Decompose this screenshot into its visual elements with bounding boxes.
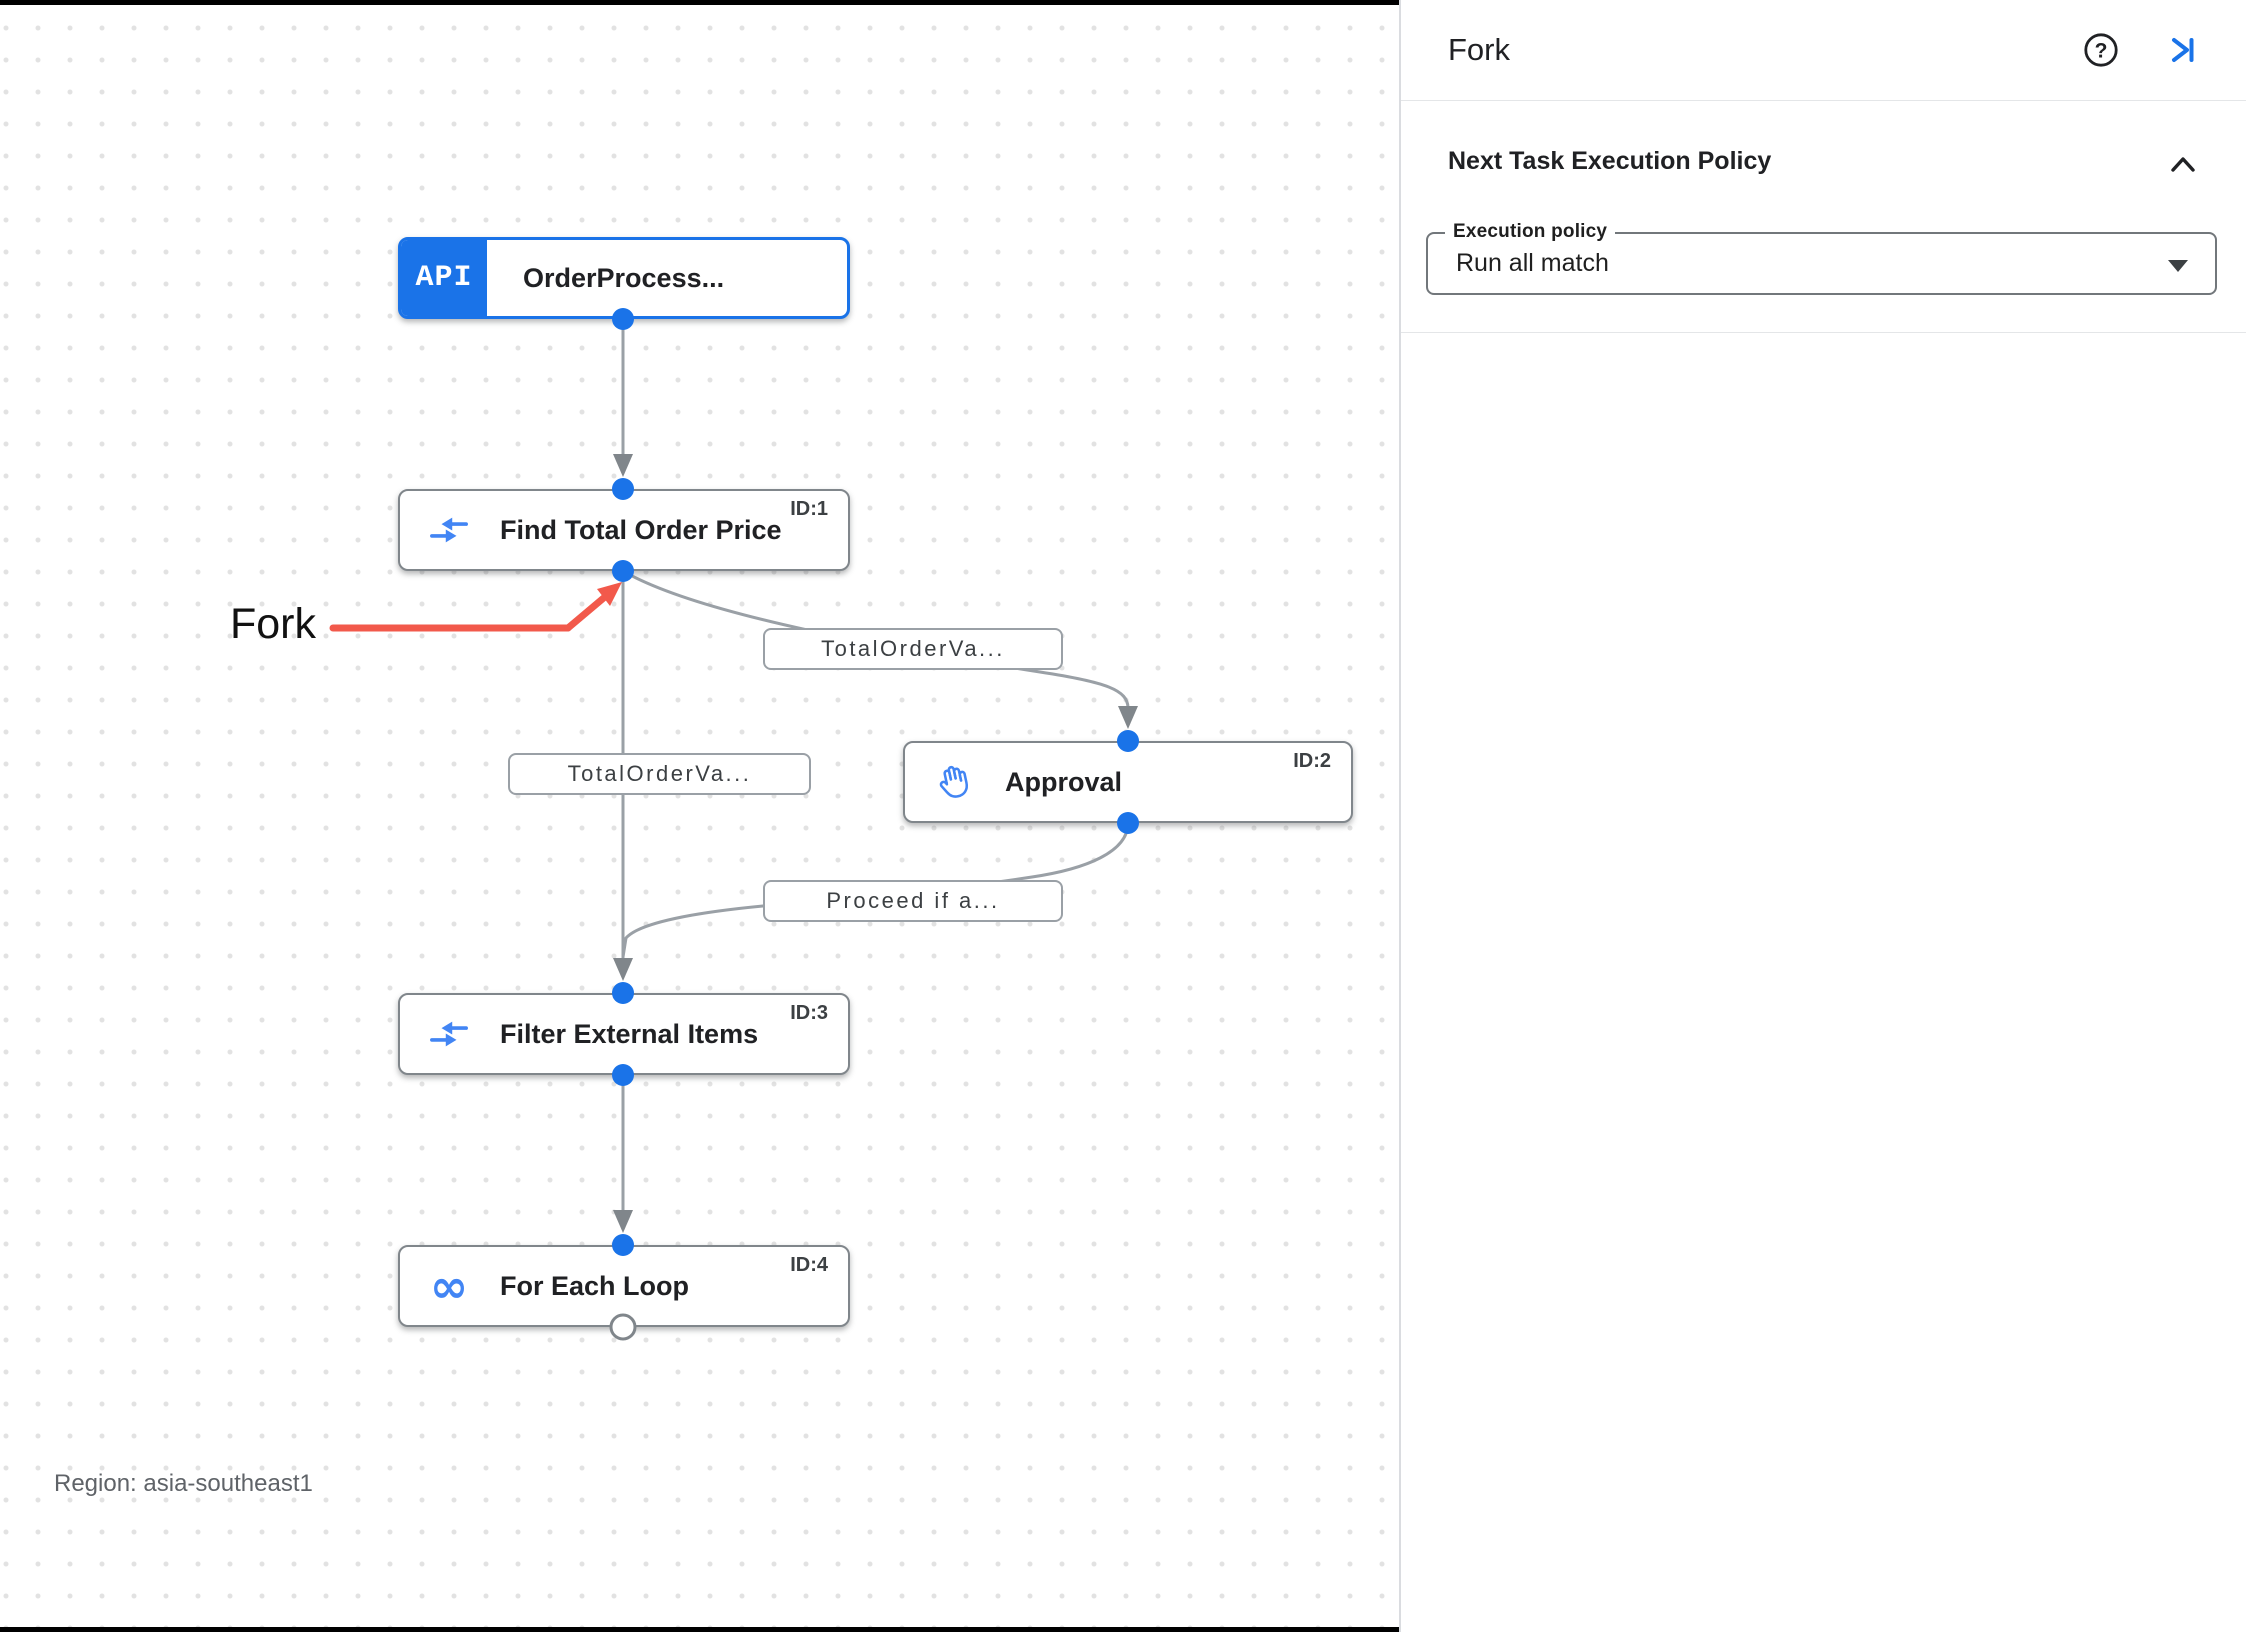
node-filter-external-items[interactable]: Filter External Items ID:3 — [398, 993, 850, 1075]
section-divider — [1401, 332, 2246, 333]
arrowhead-into-foreach — [613, 1210, 633, 1233]
panel-header: Fork ? — [1401, 0, 2246, 101]
arrowhead-into-find — [613, 454, 633, 477]
node-title: For Each Loop — [500, 1270, 689, 1301]
panel-divider — [1399, 0, 1401, 1632]
execution-policy-dropdown[interactable]: Execution policy Run all match — [1426, 221, 2217, 295]
edge-label-total-order-value-right[interactable]: TotalOrderVa... — [763, 628, 1063, 670]
chevron-up-icon[interactable] — [2166, 152, 2200, 176]
node-id-badge: ID:2 — [1293, 750, 1331, 772]
execution-policy-value: Run all match — [1456, 249, 1609, 277]
canvas-top-edge-bar — [0, 0, 1399, 5]
arrowhead-into-approval — [1118, 706, 1138, 729]
node-title: Find Total Order Price — [500, 514, 782, 545]
region-label: Region: asia-southeast1 — [54, 1470, 313, 1497]
config-panel: Fork ? Next Task Execution Policy Execut… — [1401, 0, 2246, 1632]
help-icon[interactable]: ? — [2082, 31, 2120, 69]
section-heading-next-task-execution-policy: Next Task Execution Policy — [1448, 147, 1772, 175]
node-approval[interactable]: Approval ID:2 — [903, 741, 1353, 823]
data-mapping-icon — [426, 515, 472, 545]
fork-annotation-label: Fork — [230, 600, 316, 648]
api-trigger-badge: API — [401, 240, 487, 316]
node-title: Approval — [1005, 766, 1123, 797]
node-id-badge: ID:1 — [790, 498, 828, 520]
node-for-each-loop[interactable]: ∞ For Each Loop ID:4 — [398, 1245, 850, 1327]
workflow-canvas[interactable]: API OrderProcess... Find Total Order Pri… — [0, 0, 1399, 1632]
node-title: OrderProcess... — [523, 262, 725, 293]
node-title: Filter External Items — [500, 1018, 759, 1049]
approval-hand-icon — [931, 763, 977, 801]
execution-policy-label: Execution policy — [1445, 221, 1616, 243]
svg-text:?: ? — [2095, 40, 2108, 63]
fork-annotation-arrow — [329, 582, 622, 632]
node-id-badge: ID:4 — [790, 1254, 828, 1276]
canvas-bottom-edge-bar — [0, 1627, 1399, 1632]
node-id-badge: ID:3 — [790, 1002, 828, 1024]
panel-title: Fork — [1448, 32, 1510, 67]
node-order-process-trigger[interactable]: API OrderProcess... — [398, 237, 850, 319]
for-each-loop-icon: ∞ — [429, 1259, 469, 1313]
node-find-total-order-price[interactable]: Find Total Order Price ID:1 — [398, 489, 850, 571]
edge-label-proceed-if-approved[interactable]: Proceed if a... — [763, 880, 1063, 922]
dropdown-caret-icon — [2168, 260, 2188, 272]
arrowhead-into-filter — [613, 958, 633, 981]
edge-label-total-order-value-left[interactable]: TotalOrderVa... — [508, 753, 811, 795]
data-mapping-icon — [426, 1019, 472, 1049]
skip-next-icon[interactable] — [2164, 32, 2200, 68]
